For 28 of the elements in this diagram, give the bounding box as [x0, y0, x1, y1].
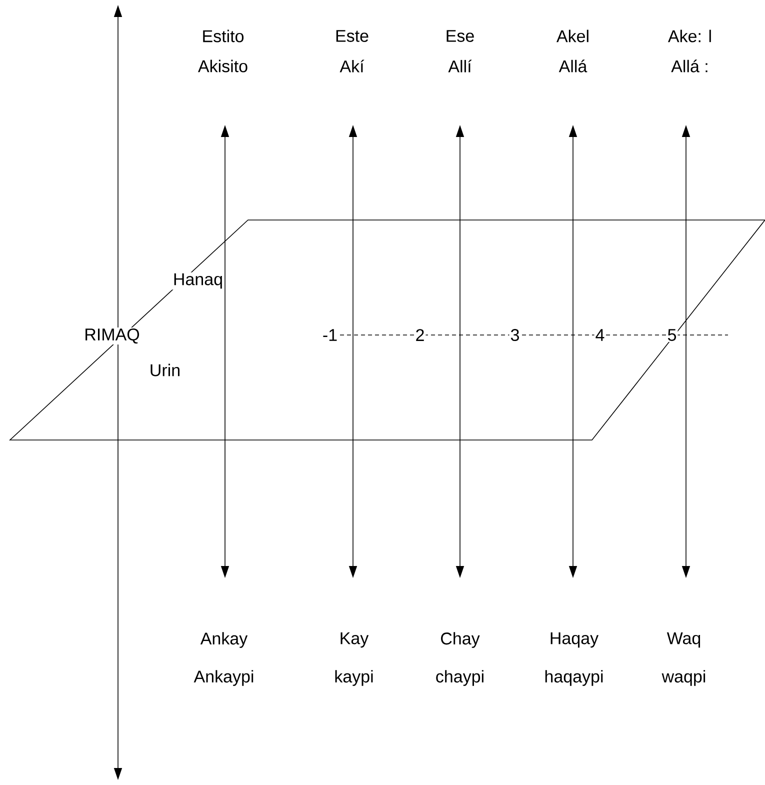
word-label: chaypi [434, 669, 486, 687]
word-label: Allá : [670, 58, 710, 74]
word-label: Este [334, 29, 370, 43]
number-label: 2 [414, 328, 426, 342]
number-label: 3 [509, 328, 521, 342]
word-label: Estito [200, 28, 246, 44]
word-label: Chay [439, 631, 481, 649]
word-label: Allá [558, 58, 588, 74]
word-label: waqpi [660, 669, 708, 687]
word-label: Allí [447, 58, 473, 74]
word-label: Ese [444, 29, 476, 43]
word-label: kaypi [333, 669, 375, 687]
word-label: Hanaq [172, 272, 224, 290]
number-label: 5 [666, 328, 678, 342]
word-label: Kay [338, 631, 370, 649]
word-label: Urin [148, 362, 182, 378]
word-label: Haqay [548, 631, 600, 649]
number-label: 4 [594, 328, 606, 342]
word-label: Ankay [199, 631, 249, 649]
word-label: Akisito [196, 58, 250, 74]
word-label: Waq [666, 631, 702, 649]
word-label: haqaypi [543, 669, 605, 687]
word-label: Ankaypi [192, 669, 256, 687]
number-label: -1 [321, 328, 339, 342]
word-label: Akí [338, 58, 366, 74]
word-label: Ake: l [666, 28, 714, 44]
word-label: Akel [555, 28, 591, 44]
word-label: RIMAQ [83, 327, 141, 345]
